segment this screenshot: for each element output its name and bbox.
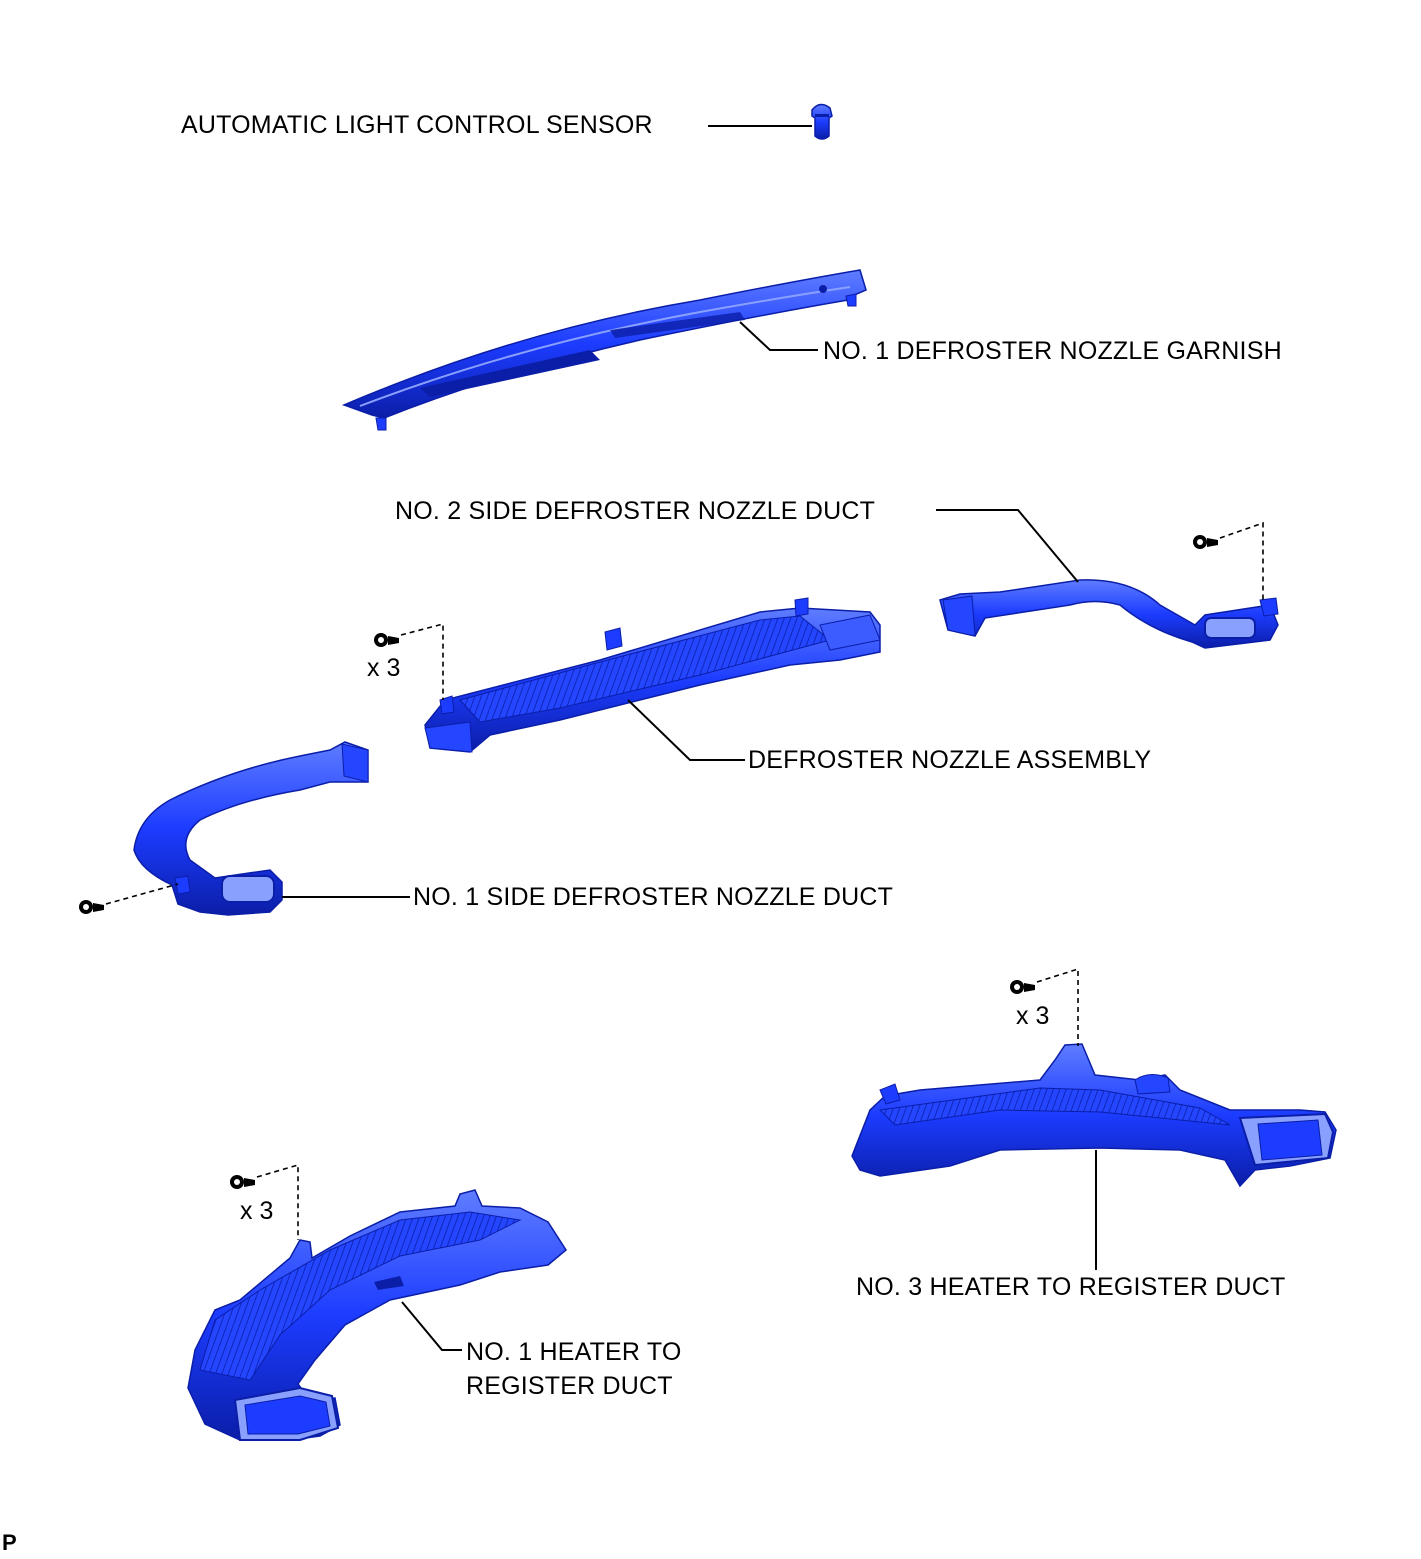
clip-screw-icon (374, 633, 399, 647)
defroster-nozzle-assembly (424, 597, 881, 753)
dashed-line-side-duct-2 (1219, 521, 1264, 600)
no1-side-defroster-nozzle-duct (133, 741, 369, 916)
quantity-nozzle-assembly-screws: x 3 (367, 654, 401, 682)
leader-line-heater-duct-1 (401, 1301, 462, 1351)
label-no2-side-defroster-nozzle-duct: NO. 2 SIDE DEFROSTER NOZZLE DUCT (395, 497, 876, 525)
quantity-heater-duct-3-screws: x 3 (1016, 1002, 1050, 1030)
leader-line-garnish (739, 321, 818, 351)
quantity-heater-duct-1-screws: x 3 (240, 1197, 274, 1225)
no3-heater-to-register-duct (851, 1043, 1337, 1188)
label-no1-defroster-nozzle-garnish: NO. 1 DEFROSTER NOZZLE GARNISH (823, 337, 1282, 365)
dashed-line-heater-duct-3 (1036, 967, 1079, 1046)
clip-screw-icon (1010, 980, 1035, 994)
defroster-nozzle-garnish (341, 269, 867, 431)
label-no1-side-defroster-nozzle-duct: NO. 1 SIDE DEFROSTER NOZZLE DUCT (413, 883, 894, 911)
dashed-line-side-duct-1 (105, 883, 179, 905)
label-automatic-light-control-sensor: AUTOMATIC LIGHT CONTROL SENSOR (181, 111, 653, 139)
dashed-line-heater-duct-1 (256, 1163, 299, 1240)
leader-line-nozzle-assembly (627, 699, 745, 761)
corner-mark: P (2, 1530, 17, 1555)
label-no3-heater-to-register-duct: NO. 3 HEATER TO REGISTER DUCT (856, 1273, 1286, 1301)
label-defroster-nozzle-assembly: DEFROSTER NOZZLE ASSEMBLY (748, 746, 1152, 774)
label-no1-heater-to-register-duct-line2: REGISTER DUCT (466, 1372, 673, 1400)
label-no1-heater-to-register-duct-line1: NO. 1 HEATER TO (466, 1338, 682, 1366)
no1-heater-to-register-duct (187, 1189, 567, 1441)
no2-side-defroster-nozzle-duct (939, 579, 1279, 649)
clip-screw-icon (79, 900, 104, 914)
clip-screw-icon (1193, 535, 1218, 549)
leader-line-side-duct-2 (936, 509, 1079, 583)
dashed-line-nozzle-assembly (400, 622, 444, 700)
clip-screw-icon (230, 1175, 255, 1189)
automatic-light-control-sensor (811, 103, 833, 140)
